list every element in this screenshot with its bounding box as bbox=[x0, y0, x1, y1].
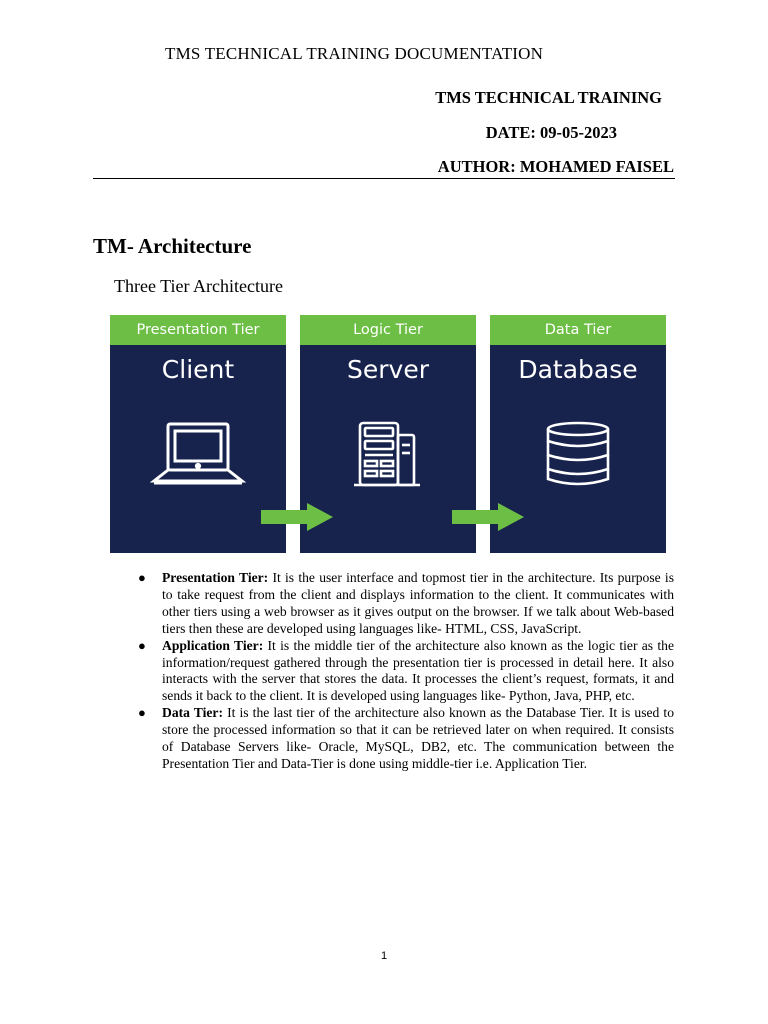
bullet-icon: ● bbox=[138, 570, 146, 585]
bullet-icon: ● bbox=[138, 705, 146, 721]
section-heading: TM- Architecture bbox=[93, 234, 251, 259]
training-label: TMS TECHNICAL TRAINING bbox=[435, 88, 662, 107]
tier-panel-data: Data Tier Database bbox=[490, 315, 666, 553]
tier-name: Server bbox=[347, 355, 429, 384]
three-tier-diagram: Presentation Tier Client Logic Tier Serv… bbox=[110, 315, 666, 553]
date-label: DATE: 09-05-2023 bbox=[485, 123, 617, 142]
bullet-text: It is the last tier of the architecture … bbox=[162, 705, 674, 771]
list-item: ● Application Tier: It is the middle tier… bbox=[138, 638, 674, 706]
heading-rest: - Architecture bbox=[126, 234, 252, 258]
list-item: ● Presentation Tier: It is the user inter… bbox=[138, 570, 674, 638]
bullet-icon: ● bbox=[138, 637, 146, 653]
section-subheading: Three Tier Architecture bbox=[114, 276, 283, 296]
tier-name: Client bbox=[161, 355, 235, 384]
bullet-term: Data Tier: bbox=[162, 705, 223, 721]
page-number: 1 bbox=[380, 950, 388, 962]
bullet-term: Presentation Tier: bbox=[162, 570, 269, 585]
tier-header: Data Tier bbox=[490, 315, 666, 345]
flow-arrow-icon bbox=[261, 503, 333, 531]
flow-arrow-icon bbox=[452, 503, 524, 531]
tier-panel-presentation: Presentation Tier Client bbox=[110, 315, 286, 553]
list-item: ● Data Tier: It is the last tier of the a… bbox=[138, 705, 674, 773]
bullet-term: Application Tier: bbox=[162, 637, 264, 653]
document-title: TMS TECHNICAL TRAINING DOCUMENTATION bbox=[165, 44, 544, 63]
author-label: AUTHOR: MOHAMED FAISEL bbox=[437, 157, 674, 176]
tier-header: Presentation Tier bbox=[110, 315, 286, 345]
header-rule bbox=[93, 178, 675, 179]
laptop-icon bbox=[110, 421, 286, 487]
bullet-text: It is the middle tier of the architectur… bbox=[162, 637, 675, 704]
tier-description-list: ● Presentation Tier: It is the user inter… bbox=[138, 570, 674, 773]
bullet-text: It is the user interface and topmost tie… bbox=[162, 570, 674, 636]
tier-name: Database bbox=[518, 355, 638, 384]
heading-prefix: TM bbox=[93, 234, 127, 258]
tier-panel-logic: Logic Tier Server bbox=[300, 315, 476, 553]
server-icon bbox=[300, 421, 476, 487]
tier-header: Logic Tier bbox=[300, 315, 476, 345]
database-icon bbox=[490, 421, 666, 487]
